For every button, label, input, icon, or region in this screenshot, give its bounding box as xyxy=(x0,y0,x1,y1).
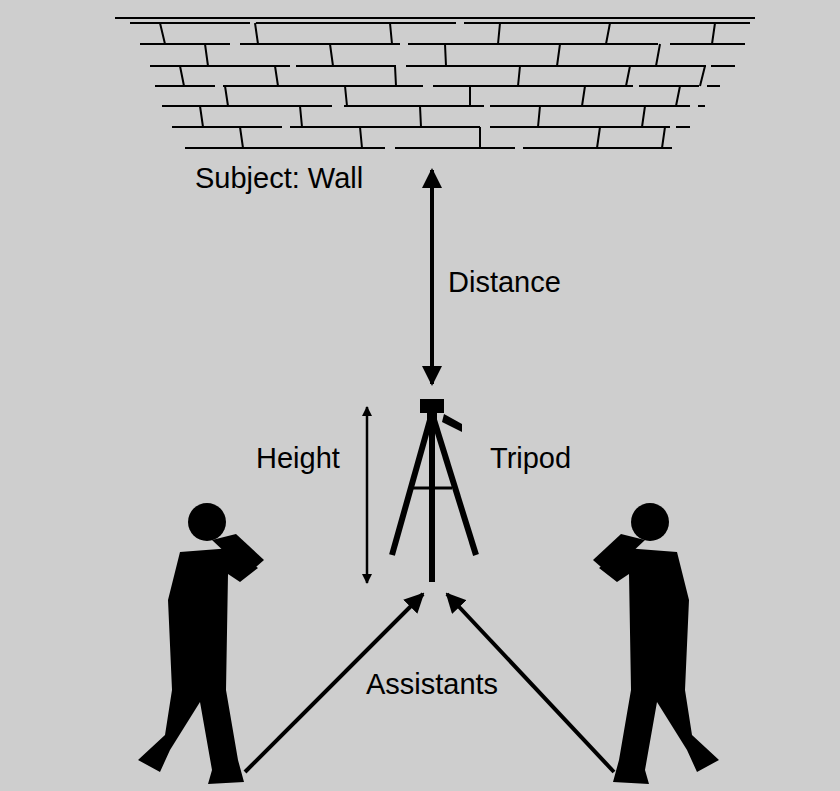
brick-wall xyxy=(115,18,755,148)
assistants-label: Assistants xyxy=(366,670,498,699)
tripod-label: Tripod xyxy=(490,444,571,473)
assistant-figure xyxy=(138,503,264,784)
distance-label: Distance xyxy=(448,268,561,297)
height-arrow xyxy=(366,407,369,583)
assistant-figure xyxy=(593,503,719,784)
height-label: Height xyxy=(256,444,340,473)
tripod xyxy=(392,399,476,582)
subject-label: Subject: Wall xyxy=(195,164,363,193)
distance-arrow xyxy=(430,170,434,384)
